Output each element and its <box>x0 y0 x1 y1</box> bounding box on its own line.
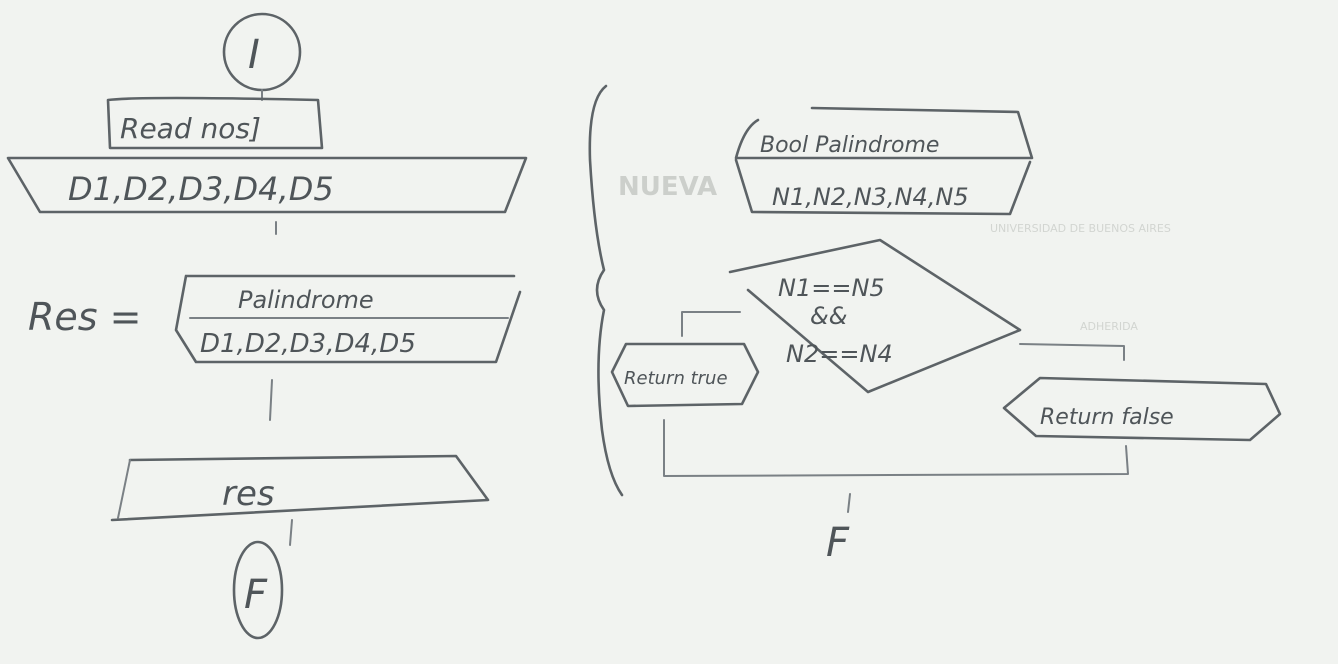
true-return-shape <box>610 342 760 408</box>
subroutine-call-name: Palindrome <box>238 286 374 314</box>
false-branch-connector <box>1019 343 1125 361</box>
read-block-label: Read nos] <box>120 112 261 145</box>
connector-output-end <box>289 519 293 546</box>
true-return-label: Return true <box>624 368 728 389</box>
function-params-label: N1,N2,N3,N4,N5 <box>772 183 969 211</box>
subroutine-call-shape <box>174 274 522 364</box>
output-label: res <box>222 474 275 514</box>
false-return-label: Return false <box>1040 405 1174 430</box>
subroutine-call-args: D1,D2,D3,D4,D5 <box>200 329 416 359</box>
function-header-shape <box>734 106 1034 160</box>
decision-shape <box>728 238 1022 394</box>
output-shape-side <box>117 459 131 519</box>
start-terminal-shape <box>222 12 302 92</box>
true-branch-connector <box>681 311 741 337</box>
right-end-terminal-label: F <box>826 520 850 566</box>
decision-line-1: N1==N5 <box>778 274 885 302</box>
end-terminal-shape <box>232 540 284 640</box>
decision-line-3: N2==N4 <box>786 340 893 368</box>
output-shape <box>110 454 490 522</box>
bleed-through-text: NUEVA UNIVERSIDAD DE BUENOS AIRES ADHERI… <box>618 172 1171 333</box>
bleed-line-3: ADHERIDA <box>1080 320 1138 333</box>
bleed-line-1: NUEVA <box>618 172 717 202</box>
function-params-shape <box>734 158 1032 216</box>
connector-merge-end <box>847 493 851 513</box>
left-flowchart: I Read nos] D1,D2,D3,D4,D5 Res = Palindr… <box>6 12 528 640</box>
assignment-lhs: Res = <box>28 295 142 339</box>
false-return-shape <box>1002 376 1282 442</box>
start-terminal-label: I <box>248 32 260 78</box>
input-parallelogram <box>6 156 528 214</box>
read-block-shape <box>106 96 324 150</box>
function-header-label: Bool Palindrome <box>760 133 939 158</box>
read-inputs-label: D1,D2,D3,D4,D5 <box>68 170 334 208</box>
connector-assign-output <box>269 379 273 421</box>
separator-brace <box>588 84 624 497</box>
right-flowchart: Bool Palindrome N1,N2,N3,N4,N5 N1==N5 &&… <box>610 106 1282 566</box>
end-terminal-label: F <box>244 572 268 618</box>
merge-connector <box>663 419 1129 477</box>
decision-line-2: && <box>810 302 847 330</box>
bleed-line-2: UNIVERSIDAD DE BUENOS AIRES <box>990 222 1171 235</box>
